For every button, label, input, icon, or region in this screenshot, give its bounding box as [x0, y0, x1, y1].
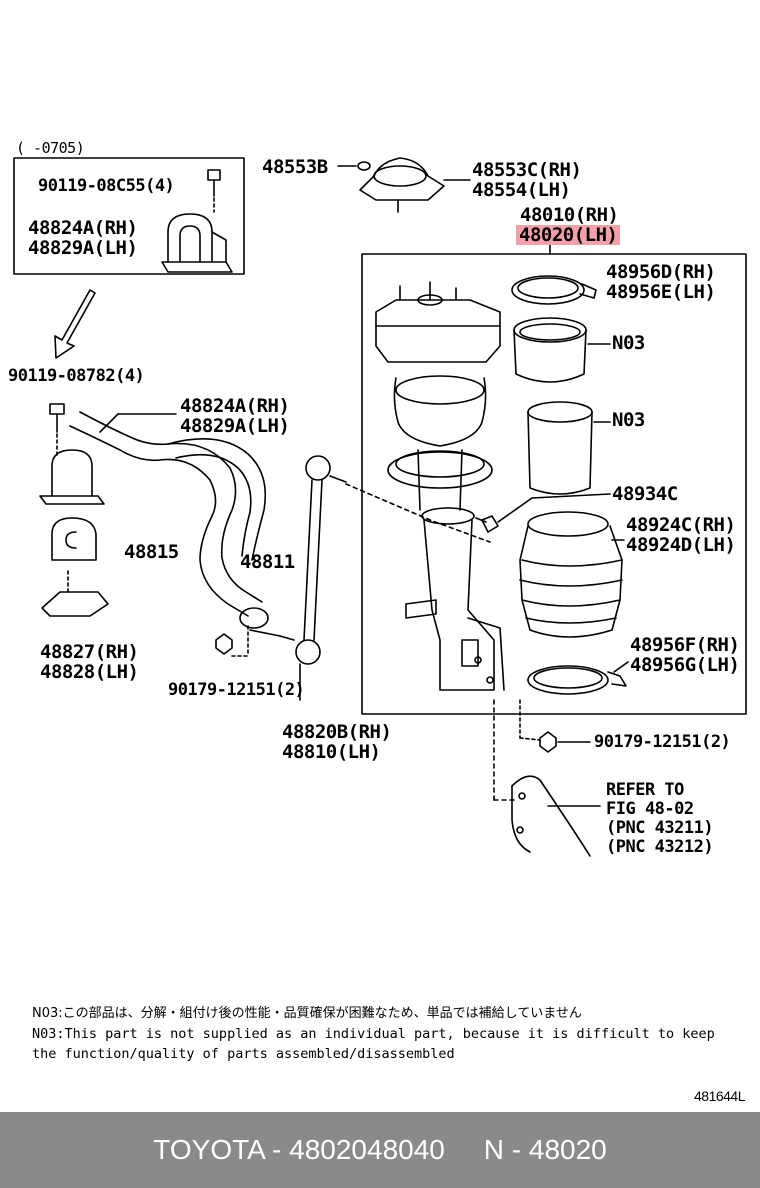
note-english-1: N03:This part is not supplied as an indi…: [32, 1026, 715, 1042]
air-strut: [375, 281, 505, 691]
nut-right-label[interactable]: 90179-12151(2): [594, 732, 731, 752]
sleeve-lower: [527, 401, 593, 495]
footer-pnc: N - 48020: [483, 1134, 607, 1165]
boot-lh-label[interactable]: 48924D(LH): [626, 534, 736, 556]
mount-insulator: [357, 161, 371, 171]
inset-date-range: ( -0705): [16, 139, 85, 157]
no3-lower-label[interactable]: N03: [612, 409, 645, 431]
upper-support: [359, 157, 445, 213]
dust-boot: [519, 511, 623, 638]
clamp-upper: [511, 275, 597, 305]
clamp-lower: [527, 665, 627, 695]
footer-brand-part: TOYOTA - 4802048040: [153, 1134, 445, 1165]
refer-line-4[interactable]: (PNC 43212): [606, 837, 714, 857]
right-nut: [519, 699, 557, 753]
clamp-upper-rh-label[interactable]: 48956D(RH): [606, 261, 716, 283]
stabilizer-bracket: [39, 449, 105, 505]
clamp-lower-rh-label[interactable]: 48956F(RH): [630, 634, 740, 656]
direction-arrow: [54, 289, 96, 359]
inset-bracket-rh-label[interactable]: 48824A(RH): [28, 217, 138, 239]
mount-insulator-label[interactable]: 48553B: [262, 156, 328, 178]
footer-spacer: [445, 1134, 484, 1166]
clip: [481, 497, 533, 533]
parts-diagram: [13, 157, 747, 857]
note-english-2: the function/quality of parts assembled/…: [32, 1046, 455, 1062]
left-nut: [215, 625, 249, 657]
nut-left-label[interactable]: 90179-12151(2): [168, 680, 305, 700]
main-bolt-label[interactable]: 90119-08782(4): [8, 366, 145, 386]
sleeve-upper: [513, 317, 587, 383]
stabilizer-link: [279, 455, 347, 701]
clip-label[interactable]: 48934C: [612, 483, 678, 505]
inset-bracket: [161, 213, 233, 273]
link-rh-label[interactable]: 48820B(RH): [282, 721, 392, 743]
diagram-id: 481644L: [694, 1088, 746, 1104]
stabilizer-bushing: [51, 517, 97, 561]
assembly-frame: [361, 253, 747, 715]
clamp-lower-lh-label[interactable]: 48956G(LH): [630, 654, 740, 676]
bracket2-lh-label[interactable]: 48829A(LH): [180, 415, 290, 437]
refer-line-2[interactable]: FIG 48-02: [606, 799, 694, 819]
footer-bar: TOYOTA - 4802048040 N - 48020: [0, 1112, 760, 1188]
boot-rh-label[interactable]: 48924C(RH): [626, 514, 736, 536]
inset-bolt: [207, 169, 221, 213]
lower-bracket-rh-label[interactable]: 48827(RH): [40, 641, 139, 663]
refer-line-3[interactable]: (PNC 43211): [606, 818, 714, 838]
inset-frame: [13, 157, 245, 275]
support-lh-label[interactable]: 48554(LH): [472, 179, 571, 201]
bushing-label[interactable]: 48815: [124, 541, 179, 563]
inset-bracket-lh-label[interactable]: 48829A(LH): [28, 237, 138, 259]
assembly-rh-label[interactable]: 48010(RH): [520, 204, 619, 226]
no3-upper-label[interactable]: N03: [612, 332, 645, 354]
refer-line-1: REFER TO: [606, 780, 684, 800]
main-bolt: [49, 403, 65, 457]
clamp-upper-lh-label[interactable]: 48956E(LH): [606, 281, 716, 303]
lower-arm-ref: [493, 699, 601, 857]
link-lh-label[interactable]: 48810(LH): [282, 741, 381, 763]
assembly-lh-label[interactable]: 48020(LH): [516, 225, 621, 245]
inset-bolt-label[interactable]: 90119-08C55(4): [38, 176, 175, 196]
note-japanese: N03:この部品は、分解・組付け後の性能・品質確保が困難なため、単品では補給して…: [32, 1006, 582, 1021]
stabilizer-bar-label[interactable]: 48811: [240, 551, 295, 573]
lower-bracket-lh-label[interactable]: 48828(LH): [40, 661, 139, 683]
lower-bracket: [41, 569, 109, 617]
bracket2-rh-label[interactable]: 48824A(RH): [180, 395, 290, 417]
stabilizer-bar: [69, 411, 269, 629]
support-rh-label[interactable]: 48553C(RH): [472, 159, 582, 181]
